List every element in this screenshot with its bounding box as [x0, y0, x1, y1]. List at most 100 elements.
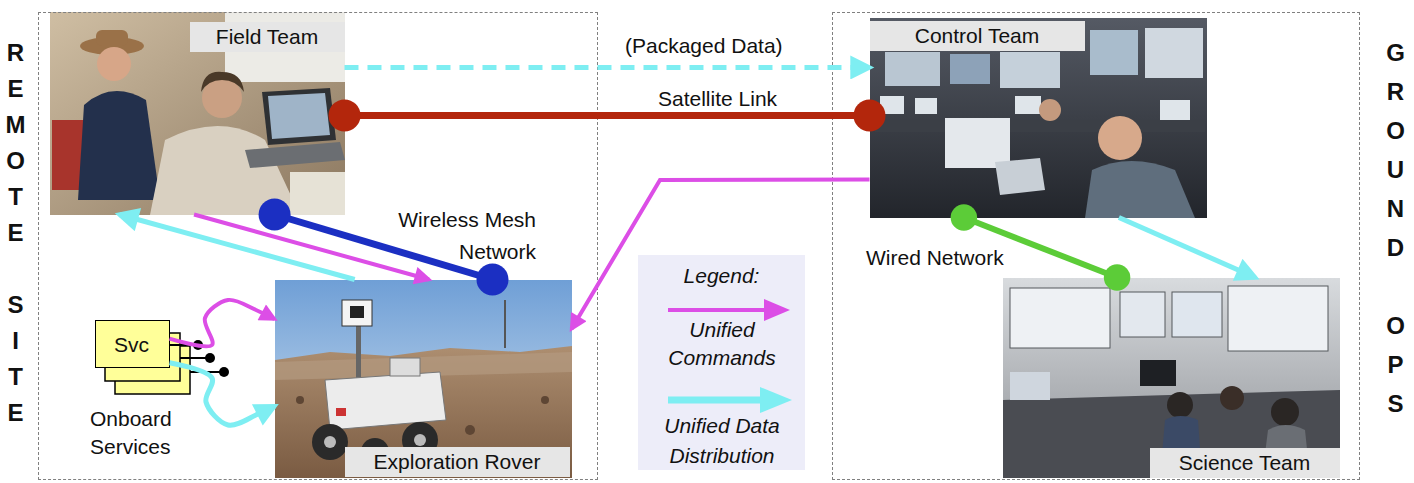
- rover-photo-part: [356, 320, 361, 380]
- control-team-photo: [870, 18, 1207, 218]
- control-team-photo-part: [1015, 96, 1041, 114]
- science-team-photo: [1003, 278, 1340, 478]
- legend-panel-part: [760, 387, 792, 413]
- rover-photo-part: [312, 424, 348, 460]
- science-team-photo-part: [1220, 386, 1244, 410]
- flow-arrow: [194, 215, 429, 280]
- science-team-photo-part: [1010, 372, 1050, 400]
- node-title: Exploration Rover: [345, 447, 570, 477]
- science-team-photo-part: [1271, 398, 1299, 426]
- rover-photo-part: [324, 436, 336, 448]
- field-team-photo-part: [268, 93, 330, 139]
- connector-label: Wired Network: [866, 247, 1004, 268]
- control-team-photo-part: [1090, 30, 1138, 75]
- field-team-photo-part: [50, 12, 345, 215]
- legend-panel-part: [764, 299, 790, 321]
- legend-panel: [638, 255, 805, 470]
- science-team-photo-part: [1003, 390, 1340, 478]
- control-team-photo-part: [945, 118, 1010, 168]
- rover-photo-part: [350, 306, 364, 318]
- flow-arrow: [170, 363, 275, 426]
- science-team-photo-part: [1120, 292, 1165, 337]
- legend-panel-part: [638, 255, 805, 470]
- rover-photo-part: [465, 425, 475, 435]
- legend-panel-part: [668, 308, 768, 312]
- legend-panel-part: [668, 397, 764, 404]
- region-title: GROUND OPS: [1383, 39, 1407, 429]
- field-team-photo-part: [96, 30, 128, 46]
- field-team-photo-part: [201, 72, 244, 92]
- legend-text: Unified Commands: [642, 316, 802, 372]
- science-team-photo-part: [1228, 286, 1328, 351]
- control-team-photo-part: [1000, 52, 1060, 88]
- control-team-photo-part: [875, 120, 1205, 132]
- legend-text: Unified Data Distribution: [642, 411, 802, 471]
- link-line: [345, 112, 870, 119]
- rover-photo-box: Exploration Rover: [275, 280, 572, 478]
- site-region: GROUND OPSControl TeamScience Team: [832, 12, 1360, 480]
- rover-photo-part: [275, 346, 572, 478]
- node-title: Control Team: [870, 21, 1085, 51]
- field-team-photo-part: [97, 47, 131, 81]
- science-team-photo-part: [1010, 288, 1110, 348]
- control-team-photo-part: [995, 158, 1045, 195]
- flow-arrow: [170, 300, 275, 347]
- node-title: Science Team: [1150, 448, 1340, 478]
- science-team-photo-part: [1140, 360, 1176, 386]
- control-team-photo-part: [950, 54, 990, 84]
- link-line: [275, 215, 493, 280]
- node-title: Svc: [96, 334, 168, 355]
- rover-photo-part: [504, 300, 506, 348]
- field-team-photo-part: [262, 88, 336, 145]
- control-team-photo-part: [885, 52, 940, 86]
- link-line: [964, 218, 1117, 278]
- team-photo-box: Control Team: [870, 18, 1207, 218]
- control-team-photo-part: [1085, 161, 1195, 218]
- rover-photo-part: [336, 408, 346, 416]
- control-team-photo-part: [915, 98, 937, 114]
- flow-arrow: [119, 215, 354, 280]
- field-team-photo-part: [245, 142, 345, 168]
- field-team-photo: [50, 12, 345, 215]
- team-photo-box: Science Team: [1003, 278, 1340, 478]
- rover-photo-part: [296, 396, 304, 404]
- rover-photo-part: [325, 372, 446, 430]
- connector-label: (Packaged Data): [625, 35, 783, 56]
- service-stack-part: [205, 353, 215, 363]
- science-team-photo-part: [1003, 278, 1340, 478]
- service-stack-part: [219, 367, 229, 377]
- control-team-photo-part: [1039, 99, 1061, 121]
- field-team-photo-part: [78, 91, 160, 200]
- connector-label: Satellite Link: [658, 88, 777, 109]
- science-team-photo-part: [1167, 392, 1193, 418]
- component-label: Onboard Services: [90, 405, 205, 461]
- legend-heading: Legend:: [638, 265, 805, 287]
- rover-photo: [275, 280, 572, 478]
- science-team-photo-part: [1172, 292, 1222, 337]
- field-team-photo-part: [290, 172, 345, 215]
- site-region: REMOTE SITEField TeamExploration RoverSv…: [38, 12, 598, 480]
- flow-arrow: [572, 180, 870, 330]
- rover-photo-part: [342, 300, 372, 326]
- rover-photo-part: [390, 358, 420, 376]
- connector-label: Wireless Mesh Network: [358, 204, 536, 268]
- team-photo-box: Field Team: [50, 12, 345, 215]
- flow-arrow: [345, 65, 870, 70]
- control-team-photo-part: [870, 18, 1207, 218]
- control-team-photo-part: [880, 96, 904, 114]
- rover-photo-part: [414, 434, 426, 446]
- control-team-photo-part: [1145, 28, 1203, 78]
- control-team-photo-part: [1098, 116, 1142, 160]
- service-box: Svc: [95, 320, 170, 368]
- rover-photo-part: [275, 280, 572, 478]
- flow-arrow: [1119, 218, 1255, 278]
- service-stack-part: [193, 340, 203, 350]
- region-title: REMOTE SITE: [3, 39, 27, 435]
- node-title: Field Team: [190, 22, 345, 52]
- rover-photo-part: [541, 396, 549, 404]
